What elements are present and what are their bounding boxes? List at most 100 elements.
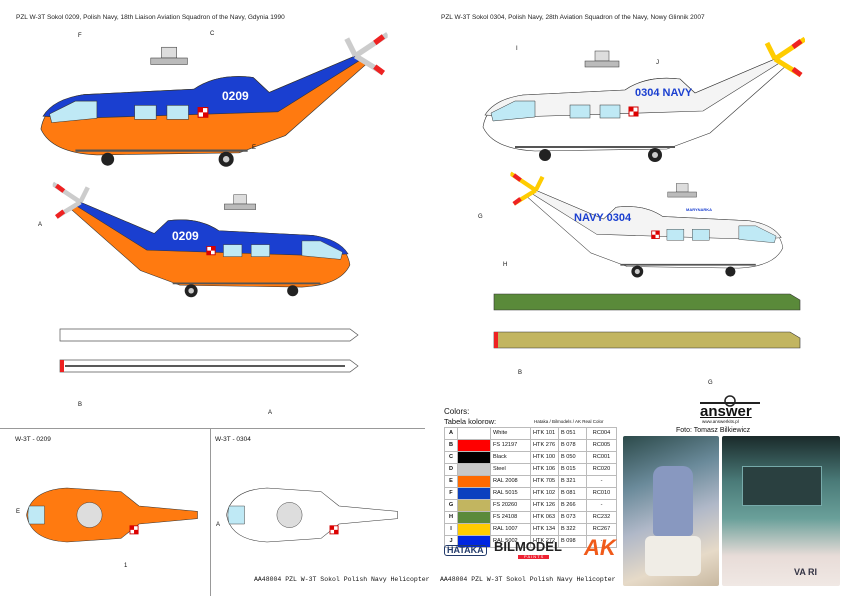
color-swatch [457, 499, 491, 512]
colors-brands: Hataka / Bilmodels / AK Real Color [534, 419, 604, 424]
color-name: RAL 5015 [490, 487, 531, 500]
callout-c: C [210, 31, 215, 37]
color-letter: E [444, 475, 458, 488]
color-hataka: HTK 134 [530, 523, 559, 536]
color-row-b: B FS 12197 HTK 276 B 078 RC005 [444, 439, 617, 452]
color-swatch [457, 535, 491, 548]
color-swatch [457, 463, 491, 476]
topview-callout-1: 1 [124, 563, 128, 569]
color-row-f: F RAL 5015 HTK 102 B 081 RC010 [444, 487, 617, 500]
color-hataka: HTK 106 [530, 463, 559, 476]
heli-0209-side-right [30, 180, 380, 300]
color-letter: F [444, 487, 458, 500]
topview-0304-label: W-3T - 0304 [215, 436, 251, 443]
serial-0209-a: 0209 [222, 89, 249, 103]
color-row-e: E RAL 2008 HTK 705 B 321 - [444, 475, 617, 488]
colors-heading: Colors: [444, 407, 470, 416]
color-swatch [457, 451, 491, 464]
color-name: FS 20260 [490, 499, 531, 512]
color-row-i: I RAL 1007 HTK 134 B 322 RC267 [444, 523, 617, 536]
heli-0209-side-left [30, 30, 390, 170]
color-ak: RC267 [586, 523, 617, 536]
color-name: FS 24108 [490, 511, 531, 524]
color-hataka: HTK 126 [530, 499, 559, 512]
color-bilmodel: B 051 [558, 427, 587, 440]
color-bilmodel: B 098 [558, 535, 587, 548]
color-swatch [457, 439, 491, 452]
callout-b-right: B [518, 370, 523, 376]
color-name: RAL 2008 [490, 475, 531, 488]
color-bilmodel: B 078 [558, 439, 587, 452]
bilmodel-paints: P A I N T S [518, 555, 550, 559]
divider-horizontal [0, 428, 425, 429]
hataka-logo: HATAKA [444, 545, 487, 556]
rotor-blade-white-2 [59, 359, 359, 373]
color-ak: RC232 [586, 511, 617, 524]
color-row-j: J RAL 5002 HTK 272 B 098 - [444, 535, 617, 548]
colors-subheading: Tabela kolorow: [444, 417, 497, 426]
color-letter: C [444, 451, 458, 464]
right-title: PZL W-3T Sokol 0304, Polish Navy, 28th A… [441, 14, 705, 21]
topview-callout-e: E [16, 509, 21, 515]
color-row-a: A White HTK 101 B 051 RC004 [444, 427, 617, 440]
color-hataka: HTK 102 [530, 487, 559, 500]
color-row-g: G FS 20260 HTK 126 B 266 - [444, 499, 617, 512]
callout-j: J [656, 60, 659, 66]
color-bilmodel: B 050 [558, 451, 587, 464]
color-name: Steel [490, 463, 531, 476]
answer-plane-icon [700, 395, 760, 407]
color-name: Black [490, 451, 531, 464]
color-bilmodel: B 266 [558, 499, 587, 512]
serial-0304-a: 0304 NAVY [635, 87, 693, 99]
color-letter: I [444, 523, 458, 536]
callout-g: G [478, 214, 483, 220]
color-swatch [457, 487, 491, 500]
photo-credit: Foto: Tomasz Bilkiewicz [676, 427, 751, 434]
color-hataka: HTK 063 [530, 511, 559, 524]
callout-a: A [38, 222, 43, 228]
color-row-c: C Black HTK 100 B 050 RC001 [444, 451, 617, 464]
cockpit-photo-seat [623, 436, 719, 586]
left-title: PZL W-3T Sokol 0209, Polish Navy, 18th L… [16, 14, 285, 21]
color-name: RAL 1007 [490, 523, 531, 536]
callout-e: E [252, 145, 257, 151]
rotor-blade-khaki [493, 331, 801, 349]
callout-h: H [503, 262, 508, 268]
color-letter: A [444, 427, 458, 440]
heli-0304-top [222, 470, 402, 560]
color-letter: D [444, 463, 458, 476]
divider-vertical [210, 428, 211, 596]
color-bilmodel: B 015 [558, 463, 587, 476]
callout-g2: G [708, 380, 713, 386]
color-swatch [457, 427, 491, 440]
color-row-d: D Steel HTK 106 B 015 RC020 [444, 463, 617, 476]
color-hataka: HTK 100 [530, 451, 559, 464]
color-name: White [490, 427, 531, 440]
heli-0304-side-left [460, 35, 820, 165]
cockpit-photo-panel: VA RI [722, 436, 840, 586]
color-ak: RC010 [586, 487, 617, 500]
color-letter: J [444, 535, 458, 548]
color-hataka: HTK 705 [530, 475, 559, 488]
color-bilmodel: B 073 [558, 511, 587, 524]
color-bilmodel: B 322 [558, 523, 587, 536]
answer-logo: answer [700, 403, 752, 420]
left-caption: AA48004 PZL W-3T Sokol Polish Navy Helic… [254, 576, 430, 583]
callout-a2: A [268, 410, 273, 416]
color-letter: G [444, 499, 458, 512]
color-row-h: H FS 24108 HTK 063 B 073 RC232 [444, 511, 617, 524]
color-ak: RC005 [586, 439, 617, 452]
topview-callout-a: A [216, 522, 221, 528]
ak-logo: AK [584, 535, 616, 560]
callout-i: I [516, 46, 518, 52]
callout-f: F [78, 33, 82, 39]
photo-text: VA RI [794, 567, 818, 577]
color-hataka: HTK 101 [530, 427, 559, 440]
right-caption: AA48004 PZL W-3T Sokol Polish Navy Helic… [440, 576, 616, 583]
color-ak: RC004 [586, 427, 617, 440]
topview-0209-label: W-3T - 0209 [15, 436, 51, 443]
color-hataka: HTK 276 [530, 439, 559, 452]
color-ak: RC001 [586, 451, 617, 464]
color-swatch [457, 523, 491, 536]
color-letter: H [444, 511, 458, 524]
